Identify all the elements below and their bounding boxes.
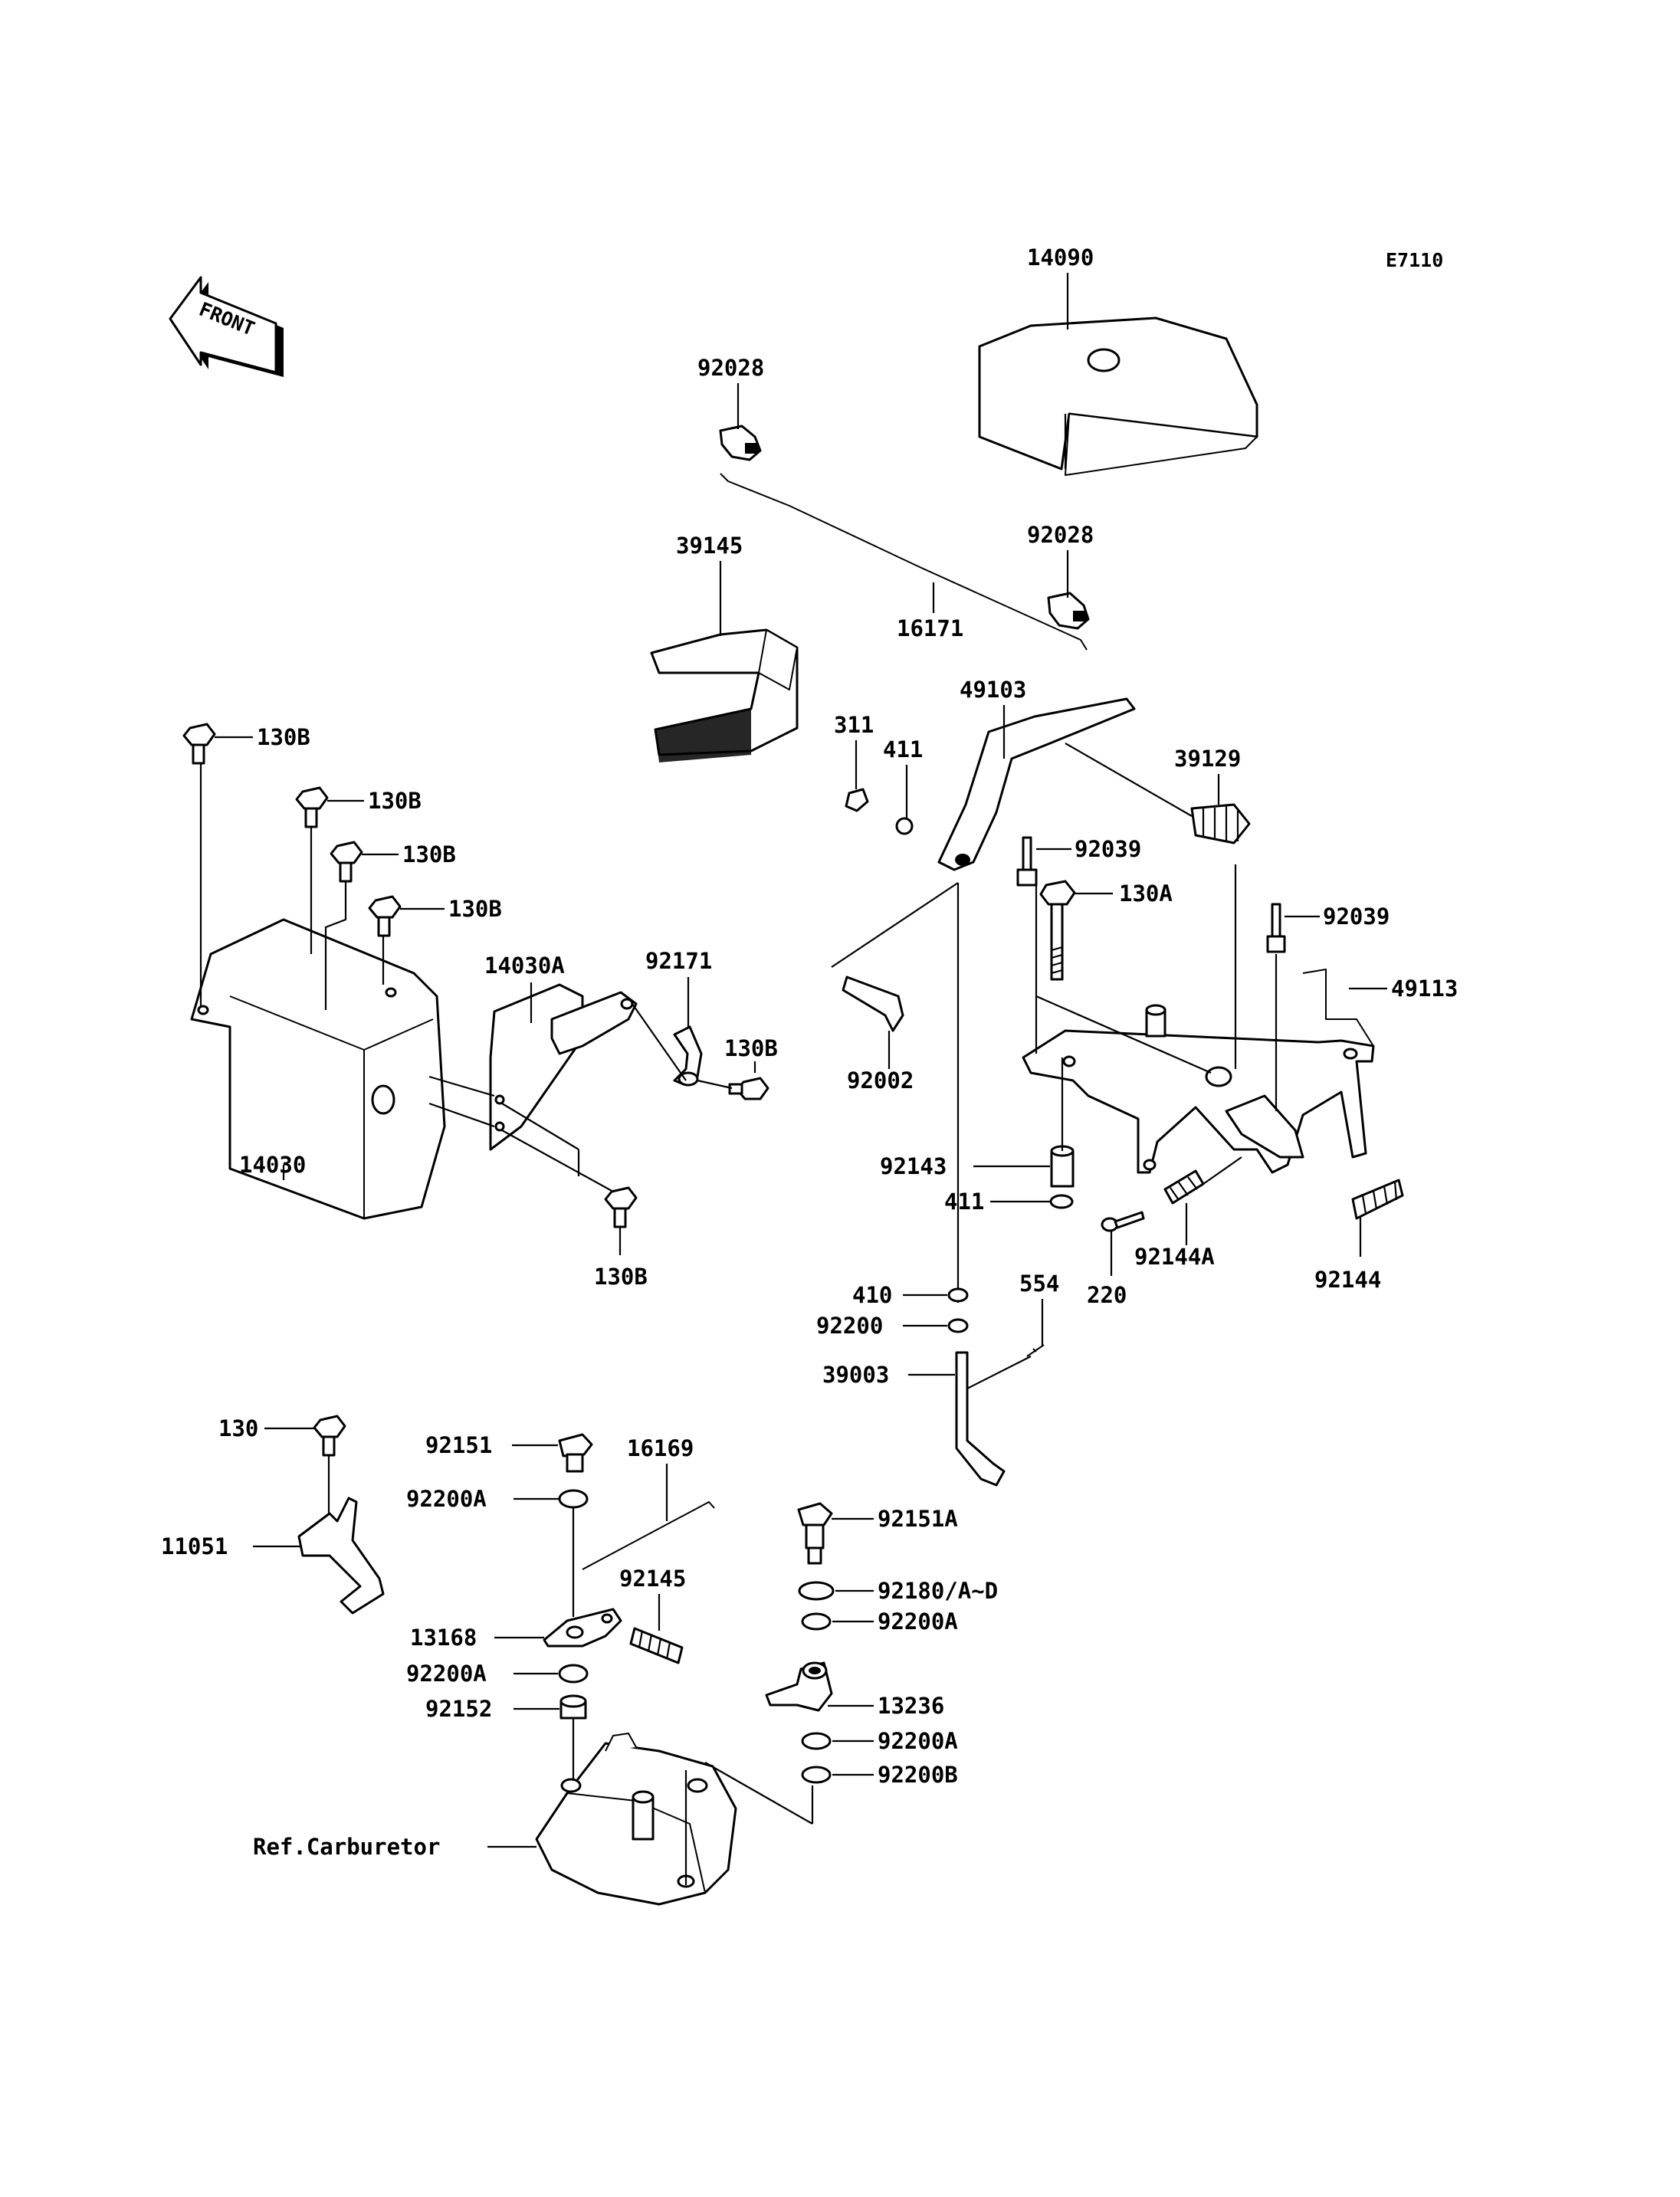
part-220-screw [1101,1211,1145,1232]
part-92200A-washer-3 [801,1612,832,1631]
label-14030A: 14030A [484,953,565,979]
label-411-mid: 411 [944,1189,984,1215]
label-16169: 16169 [627,1435,694,1461]
part-130B-bolt-1 [182,723,216,765]
part-92200A-washer-4 [801,1732,832,1750]
label-130B-2: 130B [368,788,422,814]
part-14030-box [190,918,446,1220]
label-ref-carburetor: Ref.Carburetor [253,1834,440,1860]
label-130B-1: 130B [257,724,310,750]
label-92200A-4: 92200A [878,1728,958,1754]
label-130B-6: 130B [594,1264,648,1290]
label-554: 554 [1019,1271,1059,1297]
label-16171: 16171 [897,615,963,641]
label-220: 220 [1087,1282,1127,1308]
part-554-pin [1026,1344,1045,1357]
label-92200A-2: 92200A [406,1661,487,1687]
part-16169-rod [582,1501,715,1570]
part-92144-spring [1351,1179,1404,1220]
part-130B-bolt-3 [330,841,363,883]
label-92180: 92180/A~D [878,1578,998,1604]
part-92200B-washer [801,1766,832,1784]
label-49103: 49103 [960,677,1026,703]
label-92145: 92145 [619,1566,686,1592]
part-411-washer-mid [1049,1194,1074,1209]
label-311: 311 [834,712,874,738]
label-92144A: 92144A [1134,1244,1215,1270]
part-92171-clamp [673,1025,703,1087]
label-92028-top: 92028 [697,355,764,381]
part-311-nut [845,788,869,812]
label-92143: 92143 [880,1153,947,1179]
label-92152: 92152 [425,1696,492,1722]
part-carburetor [535,1733,737,1906]
part-92028-clip-top [719,425,762,461]
label-130B-3: 130B [402,841,456,867]
label-92028-mid: 92028 [1027,522,1094,548]
front-arrow-icon: FRONT [169,276,284,377]
part-13236-lever [765,1661,833,1712]
part-13168-lever [543,1608,622,1648]
part-49113-plate [1022,969,1375,1174]
label-411-top: 411 [883,736,923,762]
part-92180-shim [798,1581,835,1601]
label-410: 410 [852,1282,892,1308]
label-39129: 39129 [1174,746,1241,772]
label-92039-b: 92039 [1323,903,1390,930]
label-13236: 13236 [878,1693,944,1719]
label-92171: 92171 [645,948,712,974]
part-130B-bolt-4 [368,895,402,937]
label-92200A-1: 92200A [406,1486,487,1512]
part-16171-rod [720,473,1088,651]
part-130B-bolt-5 [728,1077,769,1100]
part-39003-shaft [955,1351,1006,1487]
part-11051-bracket [297,1497,385,1615]
label-92151: 92151 [425,1432,492,1458]
part-92039-pin-b [1266,903,1286,953]
label-130B-5: 130B [724,1035,778,1061]
part-92144A-spring [1163,1169,1205,1205]
label-14030: 14030 [239,1152,306,1178]
label-92151A: 92151A [878,1506,958,1532]
part-130A-bolt [1039,880,1076,981]
part-39129-spring [1190,803,1251,844]
part-92028-clip-mid [1047,592,1090,630]
label-11051: 11051 [161,1533,228,1559]
part-14030A-bracket [489,983,638,1151]
part-410-washer [947,1287,969,1303]
label-39003: 39003 [822,1362,889,1388]
label-92200B: 92200B [878,1762,958,1788]
label-130: 130 [218,1415,258,1441]
part-130B-bolt-6 [604,1186,638,1228]
label-92200A-3: 92200A [878,1608,958,1635]
part-49103-lever [937,697,1136,871]
label-130B-4: 130B [448,896,502,922]
label-92002: 92002 [847,1067,914,1094]
part-39145-bracket [650,628,799,762]
part-130B-bolt-2 [295,786,329,828]
label-92200: 92200 [816,1313,883,1339]
part-92145-spring [629,1627,684,1664]
part-92200A-washer-1 [558,1489,589,1509]
diagram-code: E7110 [1386,249,1443,271]
label-92039-a: 92039 [1075,836,1141,862]
label-49113: 49113 [1391,976,1458,1002]
part-92200-washer [947,1318,969,1333]
label-39145: 39145 [676,533,743,559]
part-130-bolt [313,1415,346,1457]
label-13168: 13168 [410,1625,477,1651]
part-92152-collar [559,1694,587,1720]
label-14090: 14090 [1027,244,1094,271]
part-92143-sleeve [1050,1145,1075,1188]
part-92002-bolt [842,976,904,1032]
part-411-washer-top [895,817,914,835]
part-92039-pin-a [1016,836,1038,887]
label-92144: 92144 [1314,1267,1381,1293]
part-14090-cover [978,316,1258,476]
part-92151-bolt [558,1433,593,1473]
label-130A: 130A [1119,880,1173,907]
part-92151A-bolt [797,1502,833,1565]
part-92200A-washer-2 [558,1664,589,1684]
